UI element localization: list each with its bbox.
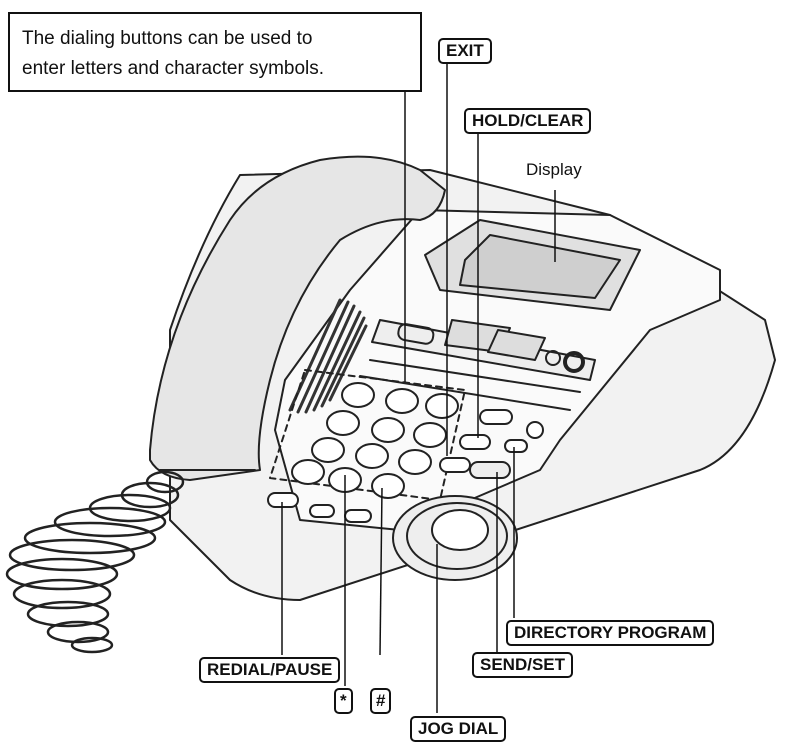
hash-key-label: # xyxy=(370,688,391,714)
coiled-cord xyxy=(7,472,183,652)
display-label: Display xyxy=(526,160,582,180)
send-set-label: SEND/SET xyxy=(472,652,573,678)
jog-dial-label: JOG DIAL xyxy=(410,716,506,742)
dialing-buttons-callout: The dialing buttons can be used to enter… xyxy=(8,12,422,92)
callout-line-1: The dialing buttons can be used to xyxy=(22,24,408,54)
jog-dial xyxy=(393,496,517,580)
hold-clear-label: HOLD/CLEAR xyxy=(464,108,591,134)
redial-pause-label: REDIAL/PAUSE xyxy=(199,657,340,683)
exit-label: EXIT xyxy=(438,38,492,64)
callout-line-2: enter letters and character symbols. xyxy=(22,54,408,84)
star-key-label: * xyxy=(334,688,353,714)
directory-program-label: DIRECTORY PROGRAM xyxy=(506,620,714,646)
